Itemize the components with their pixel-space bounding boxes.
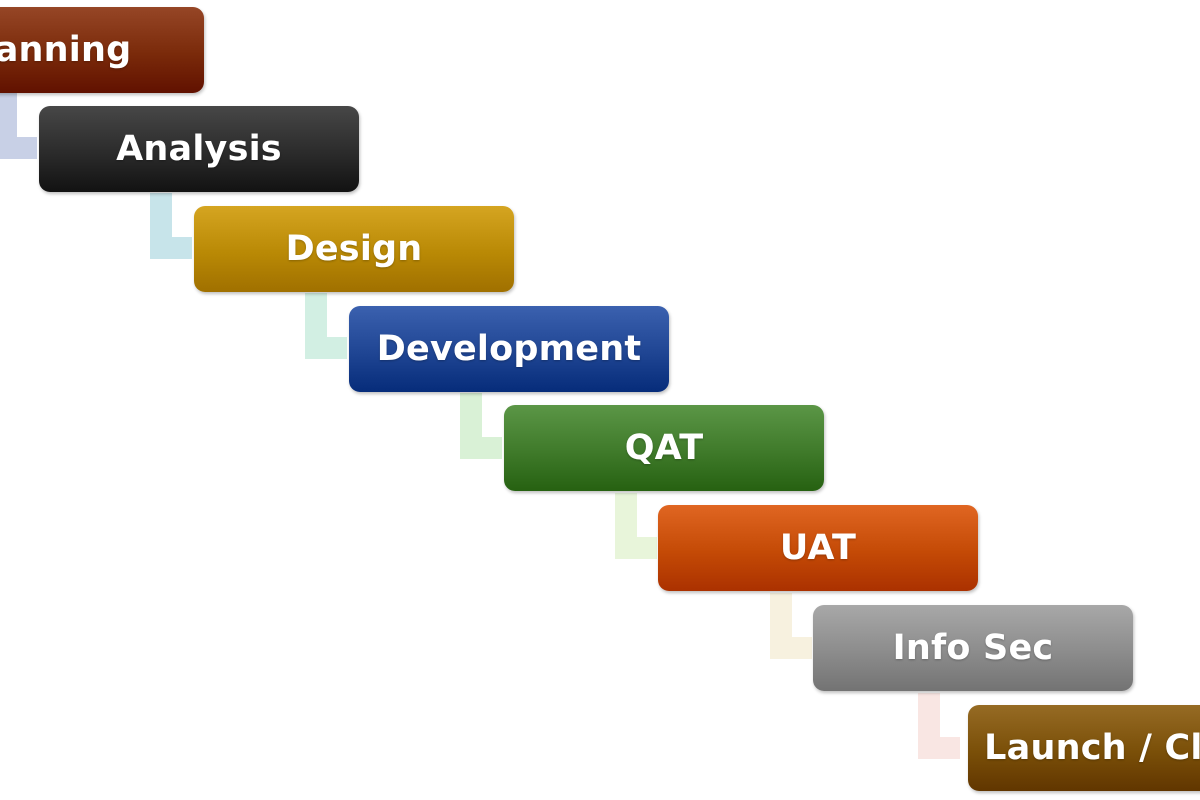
step-design: Design: [194, 206, 514, 292]
connector-7: [918, 693, 960, 759]
connector-6: [770, 593, 812, 659]
connector-5: [615, 493, 657, 559]
step-launch-close: Launch / Close: [968, 705, 1200, 791]
step-uat: UAT: [658, 505, 978, 591]
step-qat: QAT: [504, 405, 824, 491]
step-development: Development: [349, 306, 669, 392]
connector-1: [0, 93, 37, 159]
connector-4: [460, 393, 502, 459]
connector-2: [150, 193, 192, 259]
step-info-sec: Info Sec: [813, 605, 1133, 691]
step-planning: Planning: [0, 7, 204, 93]
step-analysis: Analysis: [39, 106, 359, 192]
connector-3: [305, 293, 347, 359]
